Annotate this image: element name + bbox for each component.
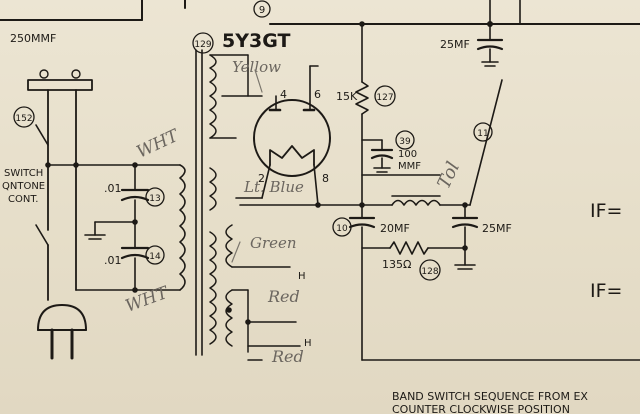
power-transformer	[195, 49, 301, 361]
primary-winding	[209, 231, 217, 345]
cap-01-upper-label: .01	[104, 182, 122, 195]
rectifier-tube-5y3gt	[235, 65, 363, 208]
pin-6-label: 6	[314, 88, 321, 101]
cap-25mf-right-label: 25MF	[482, 222, 512, 235]
lv-winding-lower	[225, 289, 233, 347]
junction-dot	[45, 162, 51, 168]
ref-127-label: 127	[376, 93, 393, 103]
h-terminal-upper-label: H	[298, 271, 306, 282]
pin-2-label: 2	[258, 172, 265, 185]
handwritten-green: Green	[250, 234, 297, 252]
switch-blade	[35, 224, 49, 246]
handwritten-tol: Tol	[433, 158, 464, 192]
if-label-upper: IF=	[590, 200, 622, 222]
resistor-15k-label: 15K	[336, 90, 358, 103]
pin-8-label: 8	[322, 172, 329, 185]
circle-ref-128	[419, 259, 441, 281]
switch-label-line3: CONT.	[8, 194, 38, 205]
tone-network	[84, 162, 186, 293]
switch-label-line1: SWITCH	[4, 168, 43, 179]
top-wiring	[0, 0, 640, 27]
handwritten-wht-lower: WHT	[123, 282, 172, 316]
ref-14-label: 14	[149, 252, 161, 262]
resistor-15k	[355, 81, 369, 115]
filament-winding	[209, 167, 217, 211]
ref-128-label: 128	[421, 267, 438, 277]
printed-labels: 9 250MMF 5Y3GT 129 4 6 2 8 15K 127 152 S…	[2, 5, 622, 414]
pencil-arrow	[254, 69, 263, 93]
h-terminal-lower-label: H	[304, 338, 312, 349]
cap-100mmf-label-line2: MMF	[398, 161, 421, 172]
cap-25mf-top-label: 25MF	[440, 38, 470, 51]
circle-ref-129	[192, 32, 214, 54]
cap-100mmf-label-line1: 100	[398, 149, 417, 160]
tube-filament	[269, 145, 315, 166]
tone-choke-coil	[179, 164, 186, 291]
resistor-135-label: 135Ω	[382, 258, 412, 271]
plug-body	[37, 304, 87, 331]
circle-ref-13	[145, 187, 165, 207]
tube-type-label: 5Y3GT	[222, 30, 290, 52]
plug-top-bar	[27, 79, 93, 91]
circle-ref-10	[332, 217, 352, 237]
circle-ref-127	[374, 85, 396, 107]
handwritten-red-upper: Red	[267, 287, 300, 306]
band-switch-note-line2: COUNTER CLOCKWISE POSITION	[392, 403, 570, 414]
circle-ref-11	[473, 122, 493, 142]
handwritten-red-lower: Red	[271, 347, 304, 366]
switch-blade	[35, 124, 49, 146]
cap-20mf-label: 20MF	[380, 222, 410, 235]
circle-ref-152	[13, 106, 35, 128]
power-plug-section	[27, 69, 181, 360]
pencil-annotations: Yellow Lt. Blue Green WHT WHT Red Red To…	[123, 58, 464, 366]
pencil-arrow	[231, 241, 241, 263]
handwritten-wht-upper: WHT	[134, 125, 184, 162]
filter-section	[348, 21, 640, 361]
junction-dot	[73, 162, 79, 168]
pin-4-label: 4	[280, 88, 287, 101]
circle-ref-39	[395, 130, 415, 150]
switch-label-line2: QNTONE	[2, 181, 45, 192]
circle-ref-14	[145, 245, 165, 265]
cap-250mmf-label: 250MMF	[10, 32, 56, 45]
ref-11-label: 11	[477, 129, 488, 139]
plug-terminal	[71, 69, 81, 79]
reference-markers	[13, 0, 493, 281]
plug-terminal	[39, 69, 49, 79]
filter-choke	[391, 199, 441, 206]
ref-129-label: 129	[194, 40, 211, 50]
ref-13-label: 13	[149, 194, 160, 204]
ref-9-label: 9	[259, 5, 265, 16]
circle-ref-9	[253, 0, 271, 18]
handwritten-yellow: Yellow	[232, 58, 281, 76]
lv-winding-upper	[225, 224, 233, 268]
ref-152-label: 152	[15, 114, 32, 124]
if-label-lower: IF=	[590, 280, 622, 302]
ref-10-label: 10	[336, 224, 348, 234]
secondary-winding-hv	[209, 54, 217, 139]
cap-01-lower-label: .01	[104, 254, 122, 267]
handwritten-lt-blue: Lt. Blue	[243, 178, 304, 196]
resistor-135	[389, 241, 429, 255]
ref-39-label: 39	[399, 137, 411, 147]
band-switch-note-line1: BAND SWITCH SEQUENCE FROM EX	[392, 390, 588, 403]
tube-envelope	[253, 99, 331, 177]
